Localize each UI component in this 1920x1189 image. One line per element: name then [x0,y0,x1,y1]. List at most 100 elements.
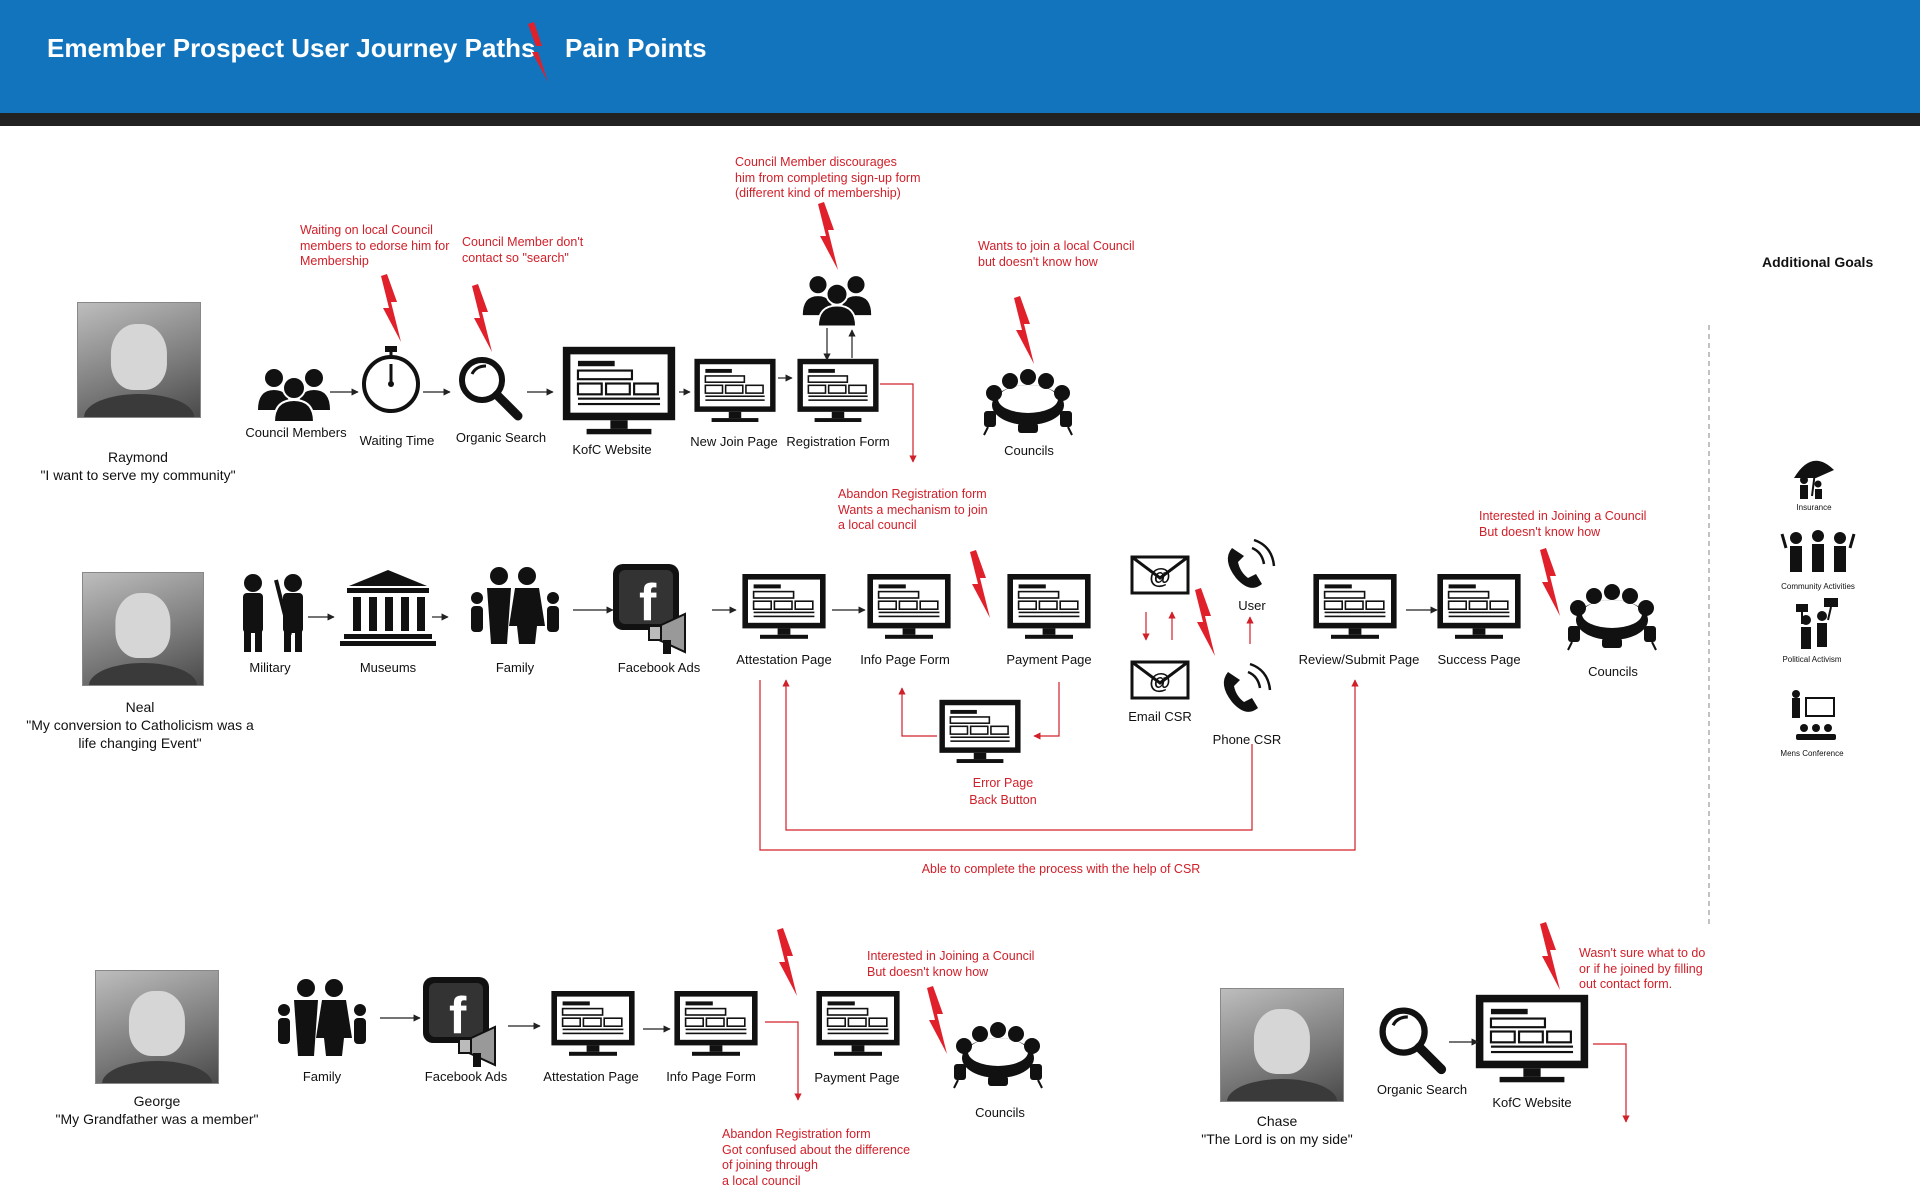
page-title: Emember Prospect User Journey Paths [47,33,536,63]
step-label: Facebook Ads [617,660,701,675]
row2-councils-icon [1567,583,1657,651]
row1-arrows [330,328,856,396]
step-label: Facebook Ads [424,1069,508,1084]
row2-facebook-ads-icon [612,563,686,655]
row2-family-icon [471,567,559,644]
row1-council-members-icon [257,368,331,423]
step-label: Payment Page [814,1070,900,1085]
step-label: Info Page Form [666,1069,756,1084]
row3-councils-icon [953,1021,1043,1089]
goal-label: Political Activism [1782,655,1842,664]
row2-museum-icon [340,570,436,646]
row1-stopwatch-icon [362,346,420,413]
row2-email-icon: @ [1130,555,1190,595]
step-label: KofC Website [1492,1095,1572,1110]
row2-payment-page-icon [1006,573,1092,640]
persona-quote: "My conversion to Catholicism was a life… [26,717,254,751]
step-label: Councils [1588,664,1638,679]
row3-attestation-page-icon [550,990,636,1057]
pain-point: Abandon Registration form Got confused a… [722,1127,911,1188]
pain-point: Interested in Joining a Council But does… [1479,509,1647,539]
row2-review-submit-icon [1312,573,1398,640]
step-label: Phone CSR [1212,732,1282,747]
step-label: Military [249,660,291,675]
error-page-label: Error Page Back Button [969,776,1037,807]
header-divider [0,113,1920,126]
row1-pain-bolts [381,202,1034,364]
csr-note: Able to complete the process with the he… [921,862,1201,876]
row1-search-icon [462,360,518,416]
pain-point: Interested in Joining a Council But does… [867,949,1035,979]
header-bar [0,0,1920,113]
row2-phone-csr-icon [1223,662,1272,712]
pain-point: Council Member don't contact so "search" [462,235,584,265]
raymond-photo [77,302,201,418]
political-activism-icon [1796,598,1838,649]
insurance-icon [1794,460,1834,499]
row2-email-csr-icon: @ [1130,660,1190,700]
step-label: User [1238,598,1266,613]
step-label: KofC Website [572,442,652,457]
step-label: Email CSR [1128,709,1192,724]
step-label: Organic Search [1376,1082,1468,1097]
row4-pain-bolts [1540,922,1560,990]
additional-goals-title: Additional Goals [1762,254,1874,270]
row2-success-page-icon [1436,573,1522,640]
pain-point: Abandon Registration form Wants a mechan… [838,487,988,532]
step-label: Family [495,660,535,675]
step-label: New Join Page [690,434,778,449]
community-activities-icon [1780,530,1856,572]
persona-name: George [133,1093,181,1109]
row1-abandon-arrow [880,383,917,463]
row2-user-phone-icon [1227,538,1276,588]
row4-abandon-arrow [1593,1043,1630,1123]
persona-quote: "I want to serve my community" [40,467,236,483]
row4-kofc-website-icon [1474,993,1590,1084]
row2-attestation-page-icon [741,573,827,640]
row3-payment-page-icon [815,990,901,1057]
step-label: Council Members [245,425,347,440]
goal-label: Insurance [1796,503,1832,512]
step-label: Review/Submit Page [1298,652,1420,667]
row2-arrows [308,606,1438,621]
row1-registration-form-icon [796,358,880,423]
step-label: Registration Form [786,434,890,449]
step-label: Success Page [1437,652,1521,667]
persona-name: Neal [125,699,155,715]
step-label: Councils [975,1105,1025,1120]
step-label: Attestation Page [543,1069,639,1084]
step-label: Info Page Form [860,652,950,667]
goal-label: Community Activities [1781,582,1855,591]
row2-error-page-icon [938,699,1022,764]
row1-kofc-website-icon [561,345,677,436]
row3-facebook-ads-icon [422,976,496,1068]
header-bolt-icon [528,22,548,82]
george-photo [95,970,219,1084]
pain-points-title: Pain Points [565,33,707,63]
persona-quote: "My Grandfather was a member" [55,1111,259,1127]
row3-family-icon [278,979,366,1056]
persona-name: Raymond [108,449,168,465]
step-label: Councils [1004,443,1054,458]
row3-arrows [380,1014,671,1033]
pain-point: Wasn't sure what to do or if he joined b… [1579,946,1706,991]
step-label: Attestation Page [736,652,832,667]
persona-name: Chase [1256,1113,1298,1129]
goal-label: Mens Conference [1780,749,1844,758]
pain-point: Wants to join a local Council but doesn'… [978,239,1135,269]
row4-search-icon [1383,1011,1442,1070]
row1-councils-icon [983,368,1073,436]
step-label: Waiting Time [359,433,435,448]
chase-photo [1220,988,1344,1102]
neal-photo [82,572,204,686]
row2-red-connectors [759,611,1359,851]
pain-point: Waiting on local Council members to edor… [300,223,450,268]
row3-abandon-arrow [765,1021,802,1101]
pain-point: Council Member discourages him from comp… [735,155,921,200]
step-label: Payment Page [1006,652,1092,667]
step-label: Family [302,1069,342,1084]
step-label: Museums [359,660,417,675]
row1-new-join-page-icon [693,358,777,423]
svg-text:@: @ [1149,564,1170,589]
